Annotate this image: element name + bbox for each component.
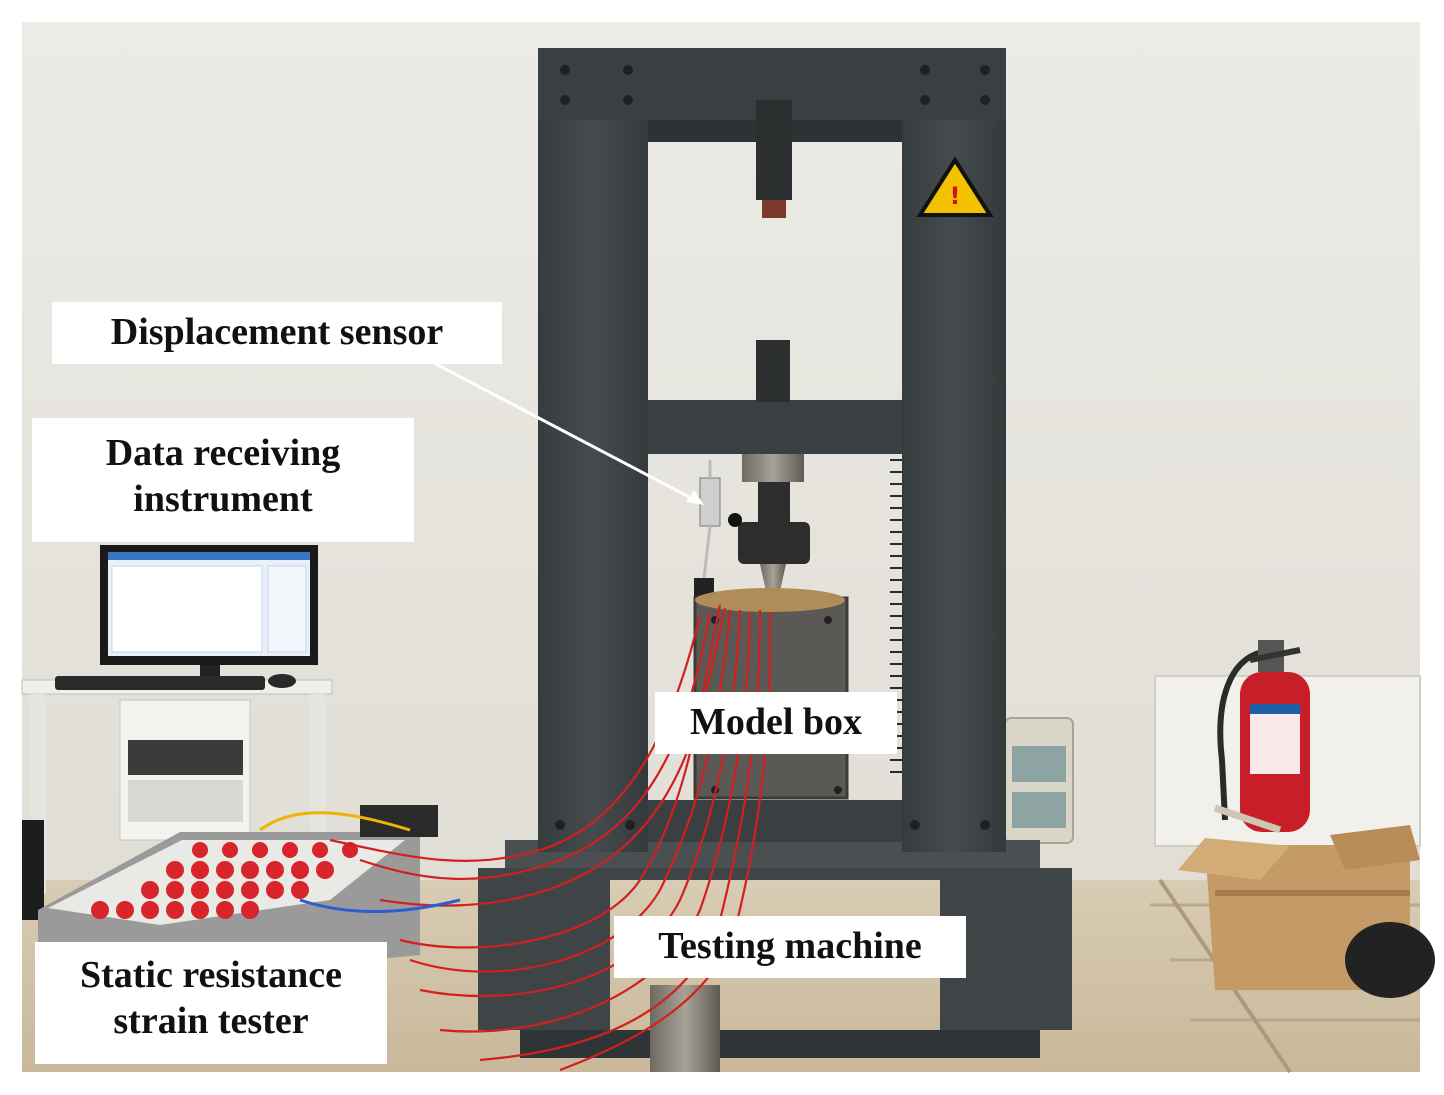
label-static-resistance-line1: Static resistance: [79, 954, 343, 996]
label-model-box: Model box: [655, 692, 897, 754]
label-testing-machine-text: Testing machine: [658, 925, 922, 967]
label-displacement-sensor-text: Displacement sensor: [110, 311, 444, 353]
sensor-leader-arrow: [431, 360, 696, 502]
label-data-receiving: Data receiving instrument: [32, 418, 414, 542]
cardboard-box: [1178, 825, 1435, 998]
upper-grip: [756, 100, 792, 200]
label-testing-machine: Testing machine: [614, 916, 966, 978]
support-jack: [650, 985, 720, 1072]
svg-text:!: !: [950, 182, 961, 210]
label-model-box-text: Model box: [689, 701, 863, 743]
fire-extinguisher: [1213, 640, 1310, 834]
frame-bolts: [555, 65, 990, 830]
left-column: [538, 52, 648, 852]
label-static-resistance: Static resistance strain tester: [35, 942, 387, 1064]
label-static-resistance-line2: strain tester: [113, 1000, 309, 1043]
label-displacement-sensor: Displacement sensor: [52, 302, 502, 364]
monitor: [55, 545, 318, 690]
warning-sign: !: [916, 156, 994, 217]
label-data-receiving-line1: Data receiving: [105, 432, 341, 474]
crosshead: [648, 400, 902, 454]
label-data-receiving-line2: instrument: [133, 478, 313, 521]
